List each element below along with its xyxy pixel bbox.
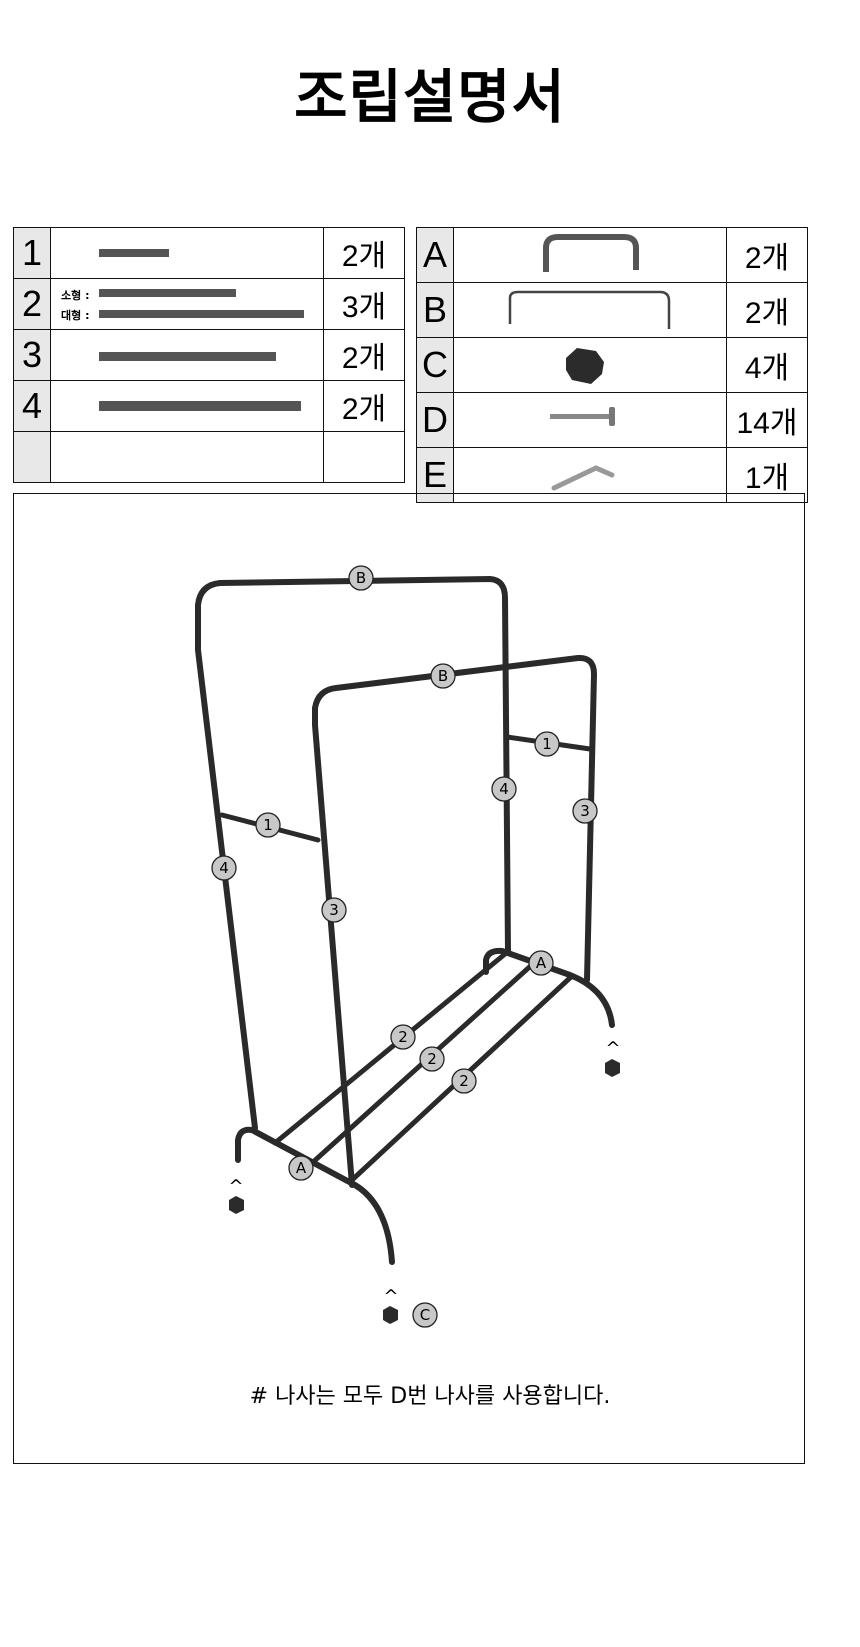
screw-image (550, 407, 615, 426)
part-image (453, 337, 727, 393)
pipe-2-large-image (99, 310, 304, 318)
part-image: 소형 : 대형 : (50, 278, 324, 330)
part-callout-4: 4 (491, 776, 517, 802)
svg-text:2: 2 (398, 1028, 408, 1046)
parts-table-pipes: 1 2개 2 소형 : 대형 : 3개 3 2개 4 2개 (13, 227, 405, 483)
svg-text:C: C (420, 1306, 430, 1324)
part-image (50, 329, 324, 381)
part-image (50, 380, 324, 432)
svg-text:A: A (296, 1159, 307, 1177)
hex-key-image (551, 465, 615, 491)
part-id (13, 431, 51, 483)
part-id: 1 (13, 227, 51, 279)
screw-note: # 나사는 모두 D번 나사를 사용합니다. (249, 1384, 611, 1409)
part-qty (323, 431, 405, 483)
pipe-3-image (99, 352, 276, 361)
svg-text:3: 3 (580, 802, 590, 820)
table-row: C 4개 (416, 337, 808, 393)
table-row: 1 2개 (13, 227, 405, 279)
front-base-a (235, 1126, 395, 1265)
part-id: D (416, 392, 454, 448)
svg-text:2: 2 (459, 1072, 469, 1090)
caret-arrow: ^ (605, 1038, 620, 1059)
svg-text:1: 1 (263, 816, 273, 834)
a-frame-image (543, 234, 639, 272)
svg-text:B: B (356, 569, 366, 587)
page-title: 조립설명서 (294, 63, 566, 131)
size-large-label: 대형 : (61, 309, 90, 322)
back-frame-b (195, 576, 511, 1131)
part-id: B (416, 282, 454, 338)
pipe-1-image (99, 249, 169, 257)
part-id: 3 (13, 329, 51, 381)
caret-arrow: ^ (383, 1286, 398, 1307)
svg-text:1: 1 (542, 735, 552, 753)
front-frame-b (312, 654, 597, 1188)
part-callout-2: 2 (451, 1068, 477, 1094)
part-callout-1: 1 (255, 812, 281, 838)
part-id: 2 (13, 278, 51, 330)
part-callout-A: A (528, 950, 554, 976)
svg-text:2: 2 (427, 1050, 437, 1068)
part-callout-B: B (348, 565, 374, 591)
part-callout-C: C (412, 1302, 438, 1328)
assembly-diagram-frame (13, 493, 805, 1464)
svg-text:A: A (536, 954, 547, 972)
part-qty: 3개 (323, 278, 405, 330)
part-id: 4 (13, 380, 51, 432)
caret-arrow: ^ (228, 1176, 243, 1197)
part-id: A (416, 227, 454, 283)
svg-text:4: 4 (219, 859, 229, 877)
size-small-label: 소형 : (61, 289, 90, 302)
part-qty: 4개 (726, 337, 808, 393)
part-callout-3: 3 (572, 798, 598, 824)
foot-cap-icon (383, 1306, 398, 1324)
table-row: 2 소형 : 대형 : 3개 (13, 278, 405, 330)
part-callout-1: 1 (534, 731, 560, 757)
pipe-4-image (99, 401, 301, 411)
svg-text:B: B (438, 667, 448, 685)
rod-2-a (272, 951, 508, 1146)
foot-cap-icon (229, 1196, 244, 1214)
part-callout-B: B (430, 663, 456, 689)
part-callout-2: 2 (419, 1046, 445, 1072)
part-callout-A: A (288, 1155, 314, 1181)
part-callout-4: 4 (211, 855, 237, 881)
part-id: C (416, 337, 454, 393)
part-image (50, 431, 324, 483)
foot-cap-image (566, 348, 604, 384)
pipe-2-small-image (99, 289, 236, 297)
foot-cap-icon (605, 1059, 620, 1077)
part-image (453, 227, 727, 283)
svg-text:3: 3 (329, 901, 339, 919)
part-qty: 2개 (323, 329, 405, 381)
part-qty: 14개 (726, 392, 808, 448)
part-callout-3: 3 (321, 897, 347, 923)
svg-text:4: 4 (499, 780, 509, 798)
table-row: 3 2개 (13, 329, 405, 381)
part-qty: 2개 (726, 282, 808, 338)
b-frame-image (508, 290, 671, 329)
table-row: 4 2개 (13, 380, 405, 432)
part-callout-2: 2 (390, 1024, 416, 1050)
table-row (13, 431, 405, 483)
